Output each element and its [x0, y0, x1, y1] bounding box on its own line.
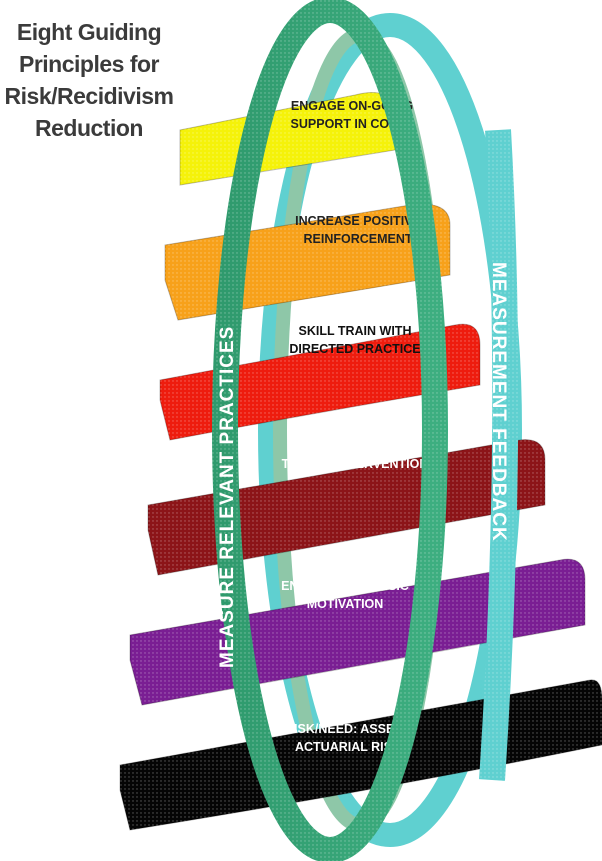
spiral-band-2: INCREASE POSITIVE REINFORCEMENT — [164, 203, 451, 321]
spiral-band-texture — [180, 92, 395, 185]
title-line-1: Eight Guiding — [16, 19, 162, 45]
spiral-bands: RISK/NEED: ASSESS ACTUARIAL RISK ENHANCE I… — [119, 92, 602, 831]
spiral-band-texture — [160, 324, 480, 440]
ring-front — [212, 0, 519, 861]
spiral-band-label-line2: REINFORCEMENT — [303, 232, 412, 246]
spiral-band-4: TARGET INTERVENTION — [147, 439, 546, 576]
spiral-band-label-line1: ENHANCE INTRINSIC — [281, 579, 409, 593]
title-line-2: Principles for — [19, 51, 159, 77]
title-line-3: Risk/Recidivism — [4, 83, 174, 109]
spiral-band-label-line1: RISK/NEED: ASSESS — [285, 722, 411, 736]
spiral-band-label-line1: TARGET INTERVENTION — [282, 457, 429, 471]
ring-label-right: MEASUREMENT FEEDBACK — [488, 262, 509, 542]
ring-green-texture — [212, 0, 448, 861]
spiral-band-label-line2: MOTIVATION — [307, 597, 384, 611]
spiral-band-label-line2: ACTUARIAL RISK — [295, 740, 401, 754]
spiral-band-label-line2: DIRECTED PRACTICE — [289, 342, 420, 356]
spiral-band-5: ENHANCE INTRINSIC MOTIVATION — [129, 558, 586, 706]
spiral-band-label-line1: INCREASE POSITIVE — [295, 214, 421, 228]
title-line-4: Reduction — [35, 115, 143, 141]
ring-label-left: MEASURE RELEVANT PRACTICES — [217, 326, 238, 668]
spiral-band-label-line1: SKILL TRAIN WITH — [299, 324, 412, 338]
spiral-band-label-line2: SUPPORT IN COMM. — [291, 117, 414, 131]
spiral-band-texture — [120, 679, 602, 830]
diagram-title: Eight Guiding Principles for Risk/Recidi… — [0, 16, 178, 144]
spiral-band-6: RISK/NEED: ASSESS ACTUARIAL RISK — [119, 679, 602, 831]
ring-cyan-front-texture — [479, 129, 519, 781]
